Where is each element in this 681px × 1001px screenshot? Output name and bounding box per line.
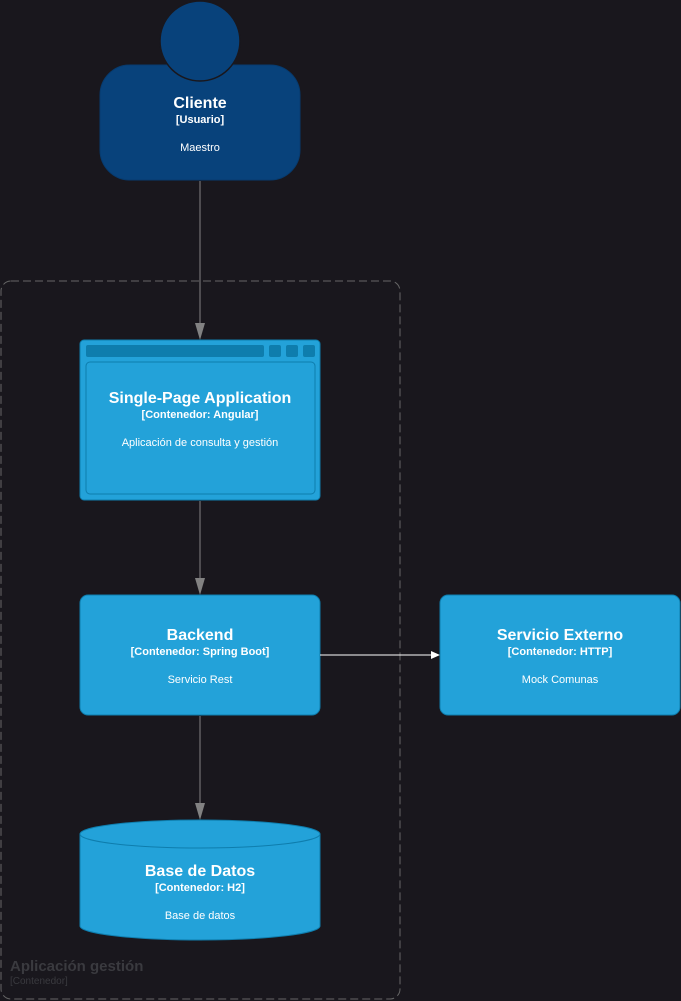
database-label: Base de Datos [Contenedor: H2] Base de d… <box>80 862 320 923</box>
spa-label: Single-Page Application [Contenedor: Ang… <box>80 389 320 450</box>
spa-window-button <box>286 345 298 357</box>
boundary-label: Aplicación gestión [Contenedor] <box>10 958 143 988</box>
database-title: Base de Datos <box>144 863 256 880</box>
external-type: [Contenedor: HTTP] <box>507 646 613 658</box>
arrowhead-backend-to-external <box>431 651 440 659</box>
external-description: Mock Comunas <box>521 674 599 686</box>
backend-title: Backend <box>166 627 234 644</box>
person-description: Maestro <box>180 142 220 154</box>
database-description: Base de datos <box>164 910 236 922</box>
database-top <box>79 819 321 849</box>
container-spa[interactable] <box>79 339 321 501</box>
backend-description: Servicio Rest <box>167 674 233 686</box>
person-cliente[interactable] <box>99 0 301 181</box>
spa-address-bar <box>86 345 264 357</box>
spa-window-button <box>303 345 315 357</box>
boundary-title: Aplicación gestión <box>10 958 144 975</box>
container-database[interactable] <box>79 819 321 941</box>
boundary-type: [Contenedor] <box>10 976 68 987</box>
external-label: Servicio Externo [Contenedor: HTTP] Mock… <box>440 626 680 687</box>
spa-type: [Contenedor: Angular] <box>141 409 259 421</box>
spa-window-button <box>269 345 281 357</box>
arrowhead-person-to-spa <box>195 323 205 340</box>
database-body <box>79 834 321 941</box>
person-title: Cliente <box>173 95 227 112</box>
arrowhead-spa-to-backend <box>195 578 205 595</box>
backend-type: [Contenedor: Spring Boot] <box>130 646 270 658</box>
spa-description: Aplicación de consulta y gestión <box>121 437 279 449</box>
database-type: [Contenedor: H2] <box>155 882 245 894</box>
person-label: Cliente [Usuario] Maestro <box>100 94 300 155</box>
spa-viewport <box>85 361 316 495</box>
application-boundary <box>0 280 401 1000</box>
external-title: Servicio Externo <box>496 627 624 644</box>
backend-label: Backend [Contenedor: Spring Boot] Servic… <box>80 626 320 687</box>
container-external-service[interactable] <box>439 594 681 716</box>
spa-title: Single-Page Application <box>108 390 292 407</box>
arrowhead-backend-to-database <box>195 803 205 820</box>
person-type: [Usuario] <box>175 114 225 126</box>
person-head <box>159 0 241 82</box>
